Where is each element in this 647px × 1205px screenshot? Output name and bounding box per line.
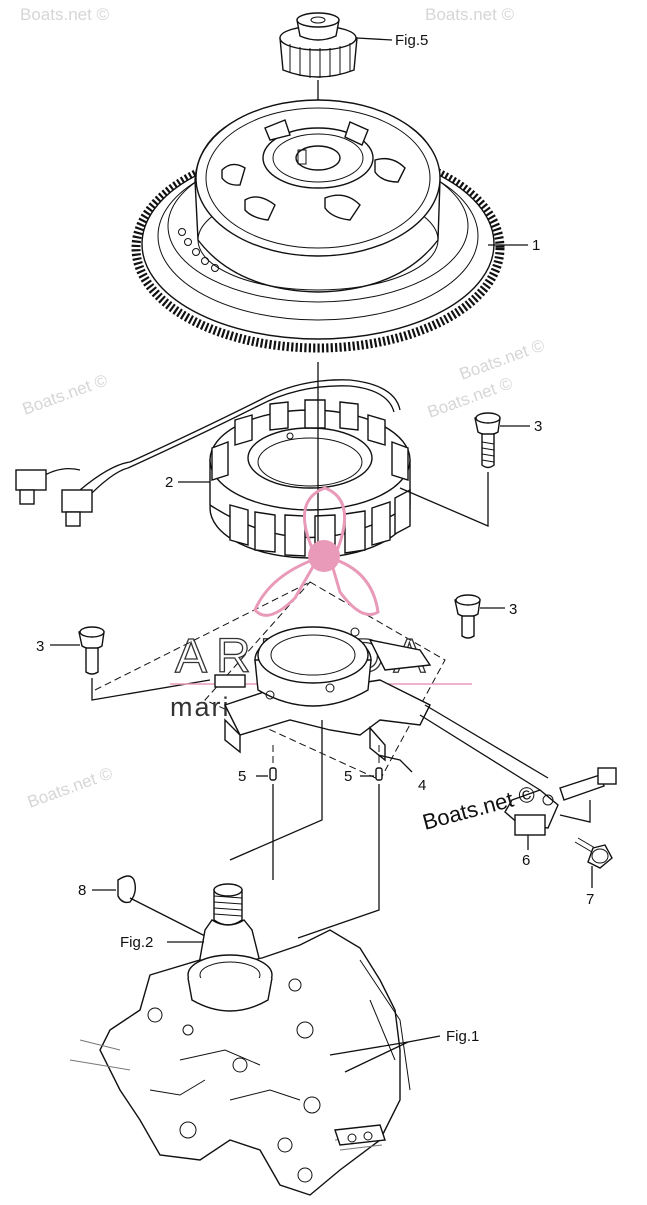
pin-right xyxy=(375,767,383,781)
leader-fig1 xyxy=(344,1041,409,1073)
axis-line xyxy=(229,720,323,861)
part3-label: 3 xyxy=(534,418,542,435)
crankcase xyxy=(69,929,411,1196)
part6-label: 6 xyxy=(522,852,530,869)
pulser-coil xyxy=(504,767,617,836)
assembly-outline xyxy=(94,581,311,691)
stator xyxy=(15,379,411,559)
bolt-left xyxy=(78,626,105,675)
leader-part4 xyxy=(377,754,413,773)
part2-label: 2 xyxy=(165,474,173,491)
watermark: Boats.net © xyxy=(25,763,116,811)
pin-path xyxy=(297,784,380,939)
flywheel-nut xyxy=(279,12,358,78)
bolt-upper-right xyxy=(474,412,501,469)
bolt-middle-right xyxy=(454,594,481,639)
part4-label: 4 xyxy=(418,777,426,794)
fig5-label: Fig.5 xyxy=(395,32,428,49)
part3-label: 3 xyxy=(509,601,517,618)
watermark: Boats.net © xyxy=(20,370,111,418)
stator-base xyxy=(214,626,432,762)
part3-label: 3 xyxy=(36,638,44,655)
watermark: Boats.net © xyxy=(425,5,515,24)
woodruff-key xyxy=(117,875,137,904)
part8-label: 8 xyxy=(78,882,86,899)
leader-bolt-path xyxy=(91,678,211,701)
part5-label: 5 xyxy=(344,768,352,785)
part7-label: 7 xyxy=(586,891,594,908)
bolt-7 xyxy=(574,837,613,869)
flywheel xyxy=(131,99,505,353)
pin-left xyxy=(269,767,277,781)
fig2-label: Fig.2 xyxy=(120,934,153,951)
fig1-label: Fig.1 xyxy=(446,1028,479,1045)
leader-key xyxy=(129,897,206,937)
armada-logo xyxy=(253,486,380,617)
part1-label: 1 xyxy=(532,237,540,254)
watermark: Boats.net © xyxy=(20,5,110,24)
part5-label: 5 xyxy=(238,768,246,785)
leader-fig5 xyxy=(356,37,393,41)
coil-wire xyxy=(419,704,549,791)
leader-bolt-path xyxy=(399,472,489,527)
